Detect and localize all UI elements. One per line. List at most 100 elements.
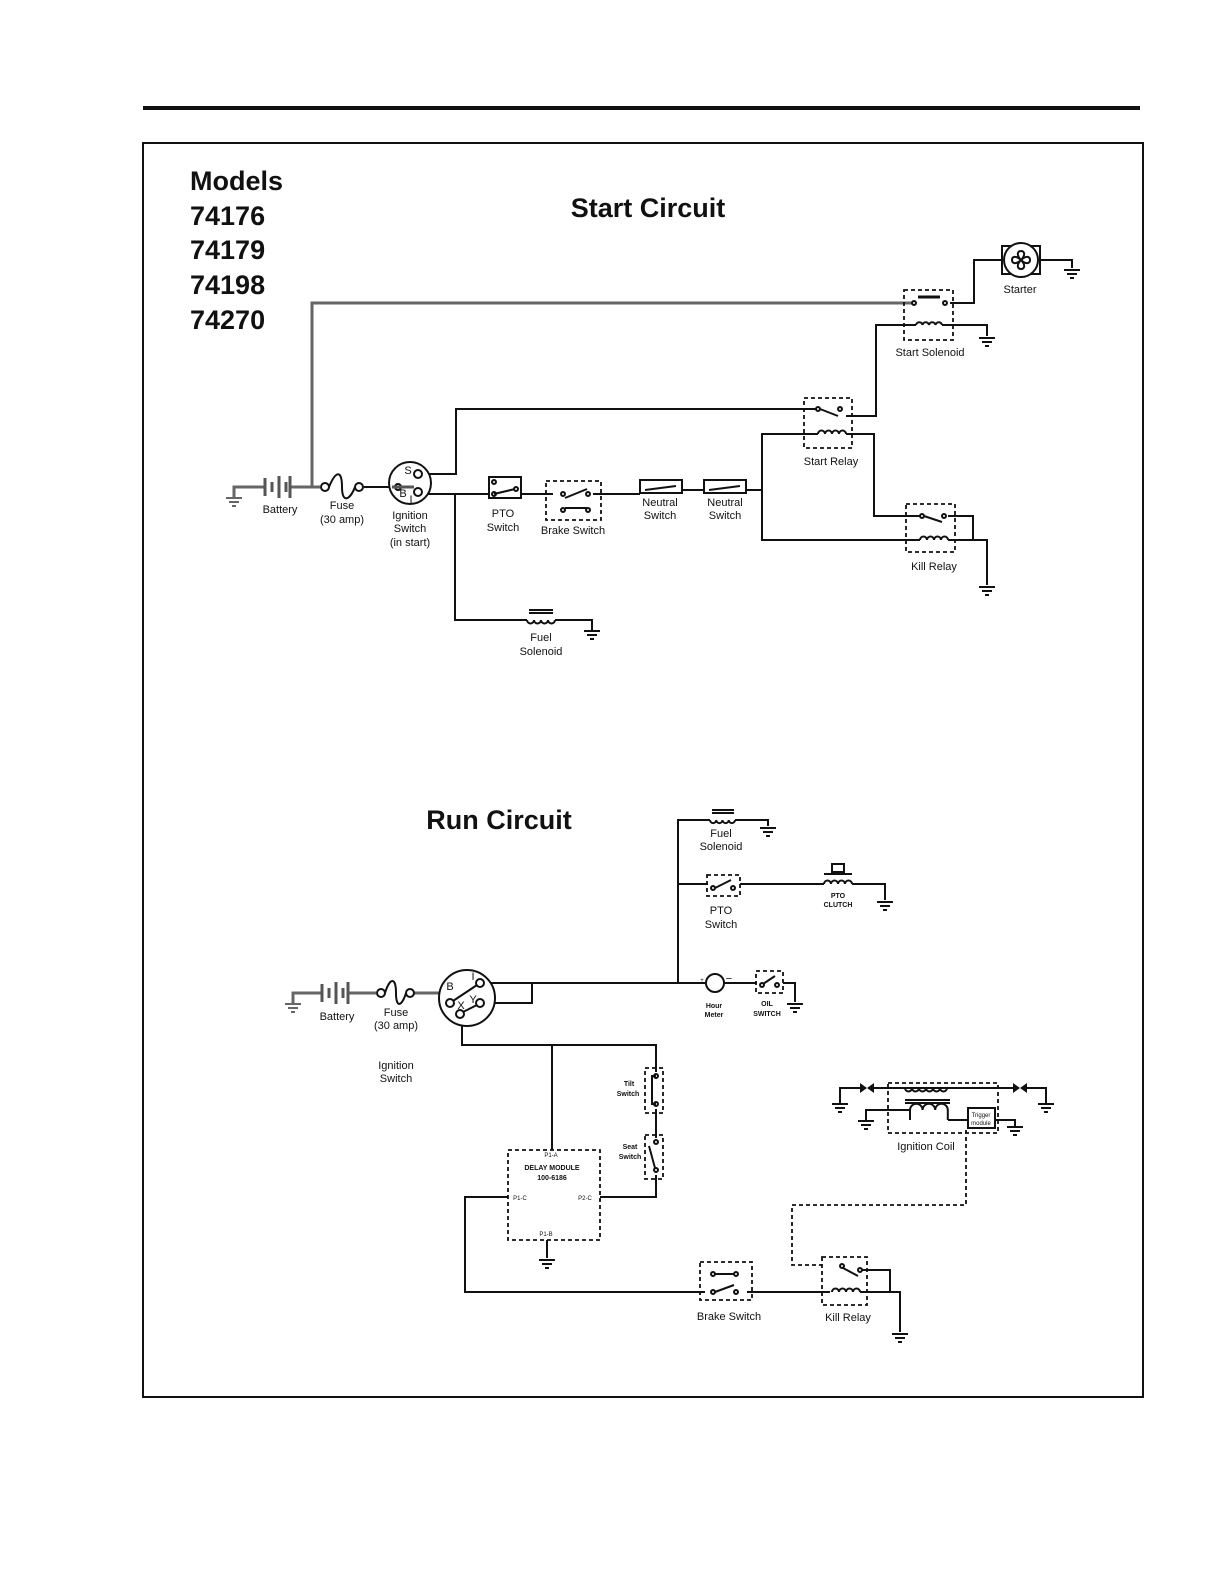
tilt-switch[interactable] <box>644 1067 664 1114</box>
ground-icon <box>539 1259 555 1269</box>
ignition-switch-label: Ignition <box>392 510 427 522</box>
ground-icon <box>787 1003 803 1013</box>
neutral-switch-label: Switch <box>709 510 741 522</box>
start-relay-label: Start Relay <box>804 456 859 468</box>
ground-icon <box>1007 1126 1023 1136</box>
ignition-output-wire <box>424 489 762 495</box>
tilt-switch-label: Tilt <box>624 1081 635 1088</box>
oil-switch-label: OIL <box>761 1001 773 1008</box>
terminal-b: B <box>446 981 453 993</box>
tilt-switch-label: Switch <box>617 1091 640 1098</box>
pto-switch[interactable] <box>488 476 522 499</box>
pto-switch-label: PTO <box>492 508 515 520</box>
fuel-solenoid <box>526 609 556 625</box>
pto-clutch <box>823 863 853 885</box>
ground-icon <box>979 337 995 347</box>
start-solenoid-label: Start Solenoid <box>895 347 964 359</box>
starter-motor <box>1001 242 1041 278</box>
oil-switch-wire <box>783 982 796 1002</box>
model-number: 74198 <box>190 270 265 300</box>
battery-label: Battery <box>320 1011 355 1023</box>
pin-p1c: P1-C <box>513 1196 527 1202</box>
run-fuel-solenoid <box>709 809 736 825</box>
fuel-solenoid-label: Solenoid <box>520 646 563 658</box>
model-number: 74179 <box>190 235 265 265</box>
neutral-switch-label: Neutral <box>707 497 742 509</box>
seat-switch-label: Seat <box>623 1144 638 1151</box>
neutral-switch-1[interactable] <box>639 479 683 494</box>
pin-p1a: P1-A <box>544 1153 557 1159</box>
neutral-switch-label: Switch <box>644 510 676 522</box>
terminal-y-wire <box>486 983 533 1004</box>
oil-switch-label: SWITCH <box>753 1011 781 1018</box>
ground-icon <box>285 1003 301 1013</box>
kill-relay[interactable] <box>905 503 956 553</box>
run-battery-wire <box>291 991 452 1003</box>
delay-module-name: DELAY MODULE <box>524 1165 580 1172</box>
terminal-b: B <box>399 488 406 500</box>
fuel-solenoid-label: Solenoid <box>700 841 743 853</box>
delay-module-part: 100-6186 <box>537 1175 567 1182</box>
kill-relay-wire <box>948 515 988 585</box>
pin-p1b: P1-B <box>539 1232 552 1238</box>
hour-meter: + − <box>700 973 732 993</box>
pto-switch-label: Switch <box>487 522 519 534</box>
models-list: Models 74176 74179 74198 74270 <box>190 166 283 335</box>
start-solenoid[interactable] <box>903 289 954 341</box>
ignition-coil-wire <box>839 1087 1047 1126</box>
brake-switch-label: Brake Switch <box>697 1311 761 1323</box>
battery-label: Battery <box>263 504 298 516</box>
fuse-rating-label: (30 amp) <box>374 1020 418 1032</box>
ground-icon <box>226 497 242 507</box>
relay-wire <box>761 433 920 541</box>
model-number: 74270 <box>190 305 265 335</box>
oil-switch[interactable] <box>755 970 784 994</box>
kill-relay-label: Kill Relay <box>911 561 957 573</box>
battery-symbol <box>263 476 292 498</box>
fuse-label: Fuse <box>384 1007 408 1019</box>
trigger-module-label: module <box>971 1121 991 1127</box>
terminal-i: I <box>471 971 474 983</box>
ignition-coil-lead <box>791 1130 967 1266</box>
models-heading: Models <box>190 166 283 196</box>
run-branch-wire <box>677 819 886 983</box>
fuel-solenoid-wire <box>454 494 593 630</box>
brake-switch[interactable] <box>545 480 602 521</box>
fuel-solenoid-label: Fuel <box>710 828 731 840</box>
ground-icon <box>760 827 776 837</box>
diagram-frame <box>142 142 1144 1398</box>
hour-meter-plus: + <box>700 978 704 984</box>
neutral-switch-2[interactable] <box>703 479 747 494</box>
run-circuit: Run Circuit B I X Y <box>285 805 1054 1343</box>
run-fuse-symbol <box>376 980 415 1005</box>
run-brake-switch[interactable] <box>699 1261 753 1301</box>
ground-icon <box>832 1103 848 1113</box>
ignition-switch[interactable]: S B I <box>388 461 432 506</box>
brake-switch-label: Brake Switch <box>541 525 605 537</box>
ground-icon <box>1038 1103 1054 1113</box>
run-ignition-switch[interactable]: B I X Y <box>438 969 496 1027</box>
start-wire <box>424 408 818 475</box>
ground-icon <box>1064 269 1080 279</box>
ignition-coil-label: Ignition Coil <box>897 1141 954 1153</box>
pto-clutch-label: PTO <box>831 893 846 900</box>
start-relay[interactable] <box>803 397 853 449</box>
seat-switch-label: Switch <box>619 1154 642 1161</box>
ignition-coil: Trigger module <box>860 1082 1027 1134</box>
ignition-switch-label: Switch <box>380 1073 412 1085</box>
run-kill-relay[interactable] <box>821 1256 868 1306</box>
seat-switch[interactable] <box>644 1134 664 1180</box>
run-pto-switch[interactable] <box>706 874 741 897</box>
delay-module: P1-A DELAY MODULE 100-6186 P1-C P2-C P1-… <box>507 1149 601 1241</box>
pto-clutch-label: CLUTCH <box>824 902 853 909</box>
ignition-switch-label: Switch <box>394 523 426 535</box>
ignition-switch-state: (in start) <box>390 537 430 549</box>
kill-relay-label: Kill Relay <box>825 1312 871 1324</box>
ground-icon <box>858 1120 874 1130</box>
battery-wire <box>232 301 912 497</box>
terminal-x: X <box>457 1000 465 1012</box>
hour-meter-label: Meter <box>705 1012 724 1019</box>
hour-meter-minus: − <box>726 973 732 985</box>
fuse-label: Fuse <box>330 500 354 512</box>
run-battery-symbol <box>320 982 350 1004</box>
